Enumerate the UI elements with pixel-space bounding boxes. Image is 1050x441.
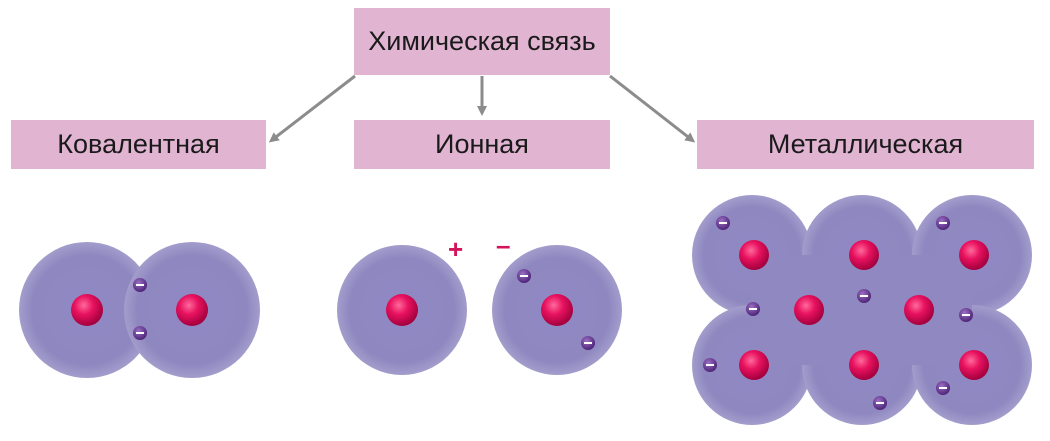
nucleus [176,294,208,326]
title-box: Химическая связь [354,8,610,75]
nucleus [739,350,769,380]
electron [133,278,147,292]
electron [936,381,950,395]
electron [703,358,717,372]
title-label: Химическая связь [368,26,596,56]
electron [873,396,887,410]
electron [133,326,147,340]
lattice-fill [752,255,972,365]
nucleus [541,294,573,326]
nucleus [959,240,989,270]
ionic-pair [337,245,622,375]
arrows [268,74,696,143]
positive-charge-label: + [448,234,464,264]
nucleus [849,350,879,380]
electron [716,216,730,230]
ionic-box: Ионная [354,120,610,169]
nucleus [739,240,769,270]
ionic-label: Ионная [435,129,529,159]
electron [936,216,950,230]
arrow-to-metallic [609,74,696,143]
covalent-label: Ковалентная [57,129,220,159]
metallic-box: Металлическая [697,120,1034,169]
electron [959,308,973,322]
metallic-label: Металлическая [767,129,964,159]
electron [857,289,871,303]
nucleus [959,350,989,380]
metal-lattice [692,195,1032,425]
negative-charge-label: – [496,230,511,260]
arrow-to-covalent [268,74,356,143]
covalent-box: Ковалентная [11,120,266,169]
nucleus [849,240,879,270]
electron [517,269,531,283]
electron [581,336,595,350]
covalent-molecule [19,242,260,378]
nucleus [386,294,418,326]
nucleus [794,295,824,325]
electron [746,302,760,316]
nucleus [904,295,934,325]
nucleus [71,294,103,326]
